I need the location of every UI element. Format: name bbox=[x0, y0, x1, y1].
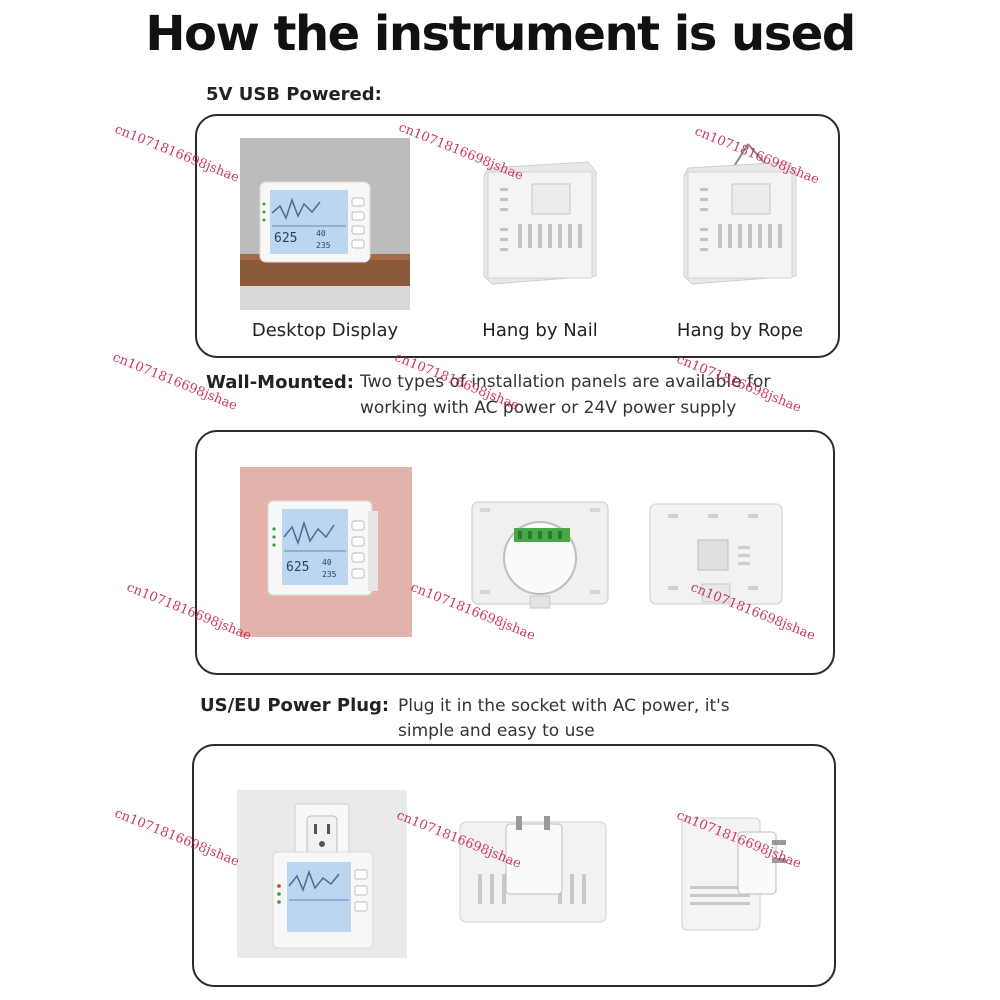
desktop-screen-humidity: 235 bbox=[316, 241, 331, 250]
hang-by-nail-photo bbox=[483, 161, 597, 285]
plug-side-photo bbox=[681, 817, 786, 931]
hang-by-rope-photo bbox=[683, 143, 797, 285]
desktop-screen-main: 625 bbox=[274, 231, 297, 246]
24v-installation-panel-photo bbox=[649, 503, 783, 605]
caption-desktop-display: Desktop Display bbox=[251, 320, 399, 341]
desktop-display-photo: 625 40 235 bbox=[240, 138, 410, 310]
power-plug-desc-line2: simple and easy to use bbox=[398, 721, 595, 741]
desktop-screen-temp: 40 bbox=[316, 229, 326, 238]
wall-screen-temp: 40 bbox=[322, 558, 332, 567]
plugged-device-photo bbox=[237, 790, 407, 958]
wall-mounted-desc-line1: Two types of installation panels are ava… bbox=[360, 372, 771, 392]
wall-screen-humidity: 235 bbox=[322, 570, 337, 579]
wall-mounted-device-photo: 625 40 235 bbox=[240, 467, 412, 637]
wall-screen-main: 625 bbox=[286, 560, 309, 575]
usb-powered-label: 5V USB Powered: bbox=[206, 84, 382, 105]
caption-hang-by-rope: Hang by Rope bbox=[676, 320, 804, 341]
ac-installation-panel-photo bbox=[471, 501, 609, 609]
power-plug-desc-line1: Plug it in the socket with AC power, it'… bbox=[398, 696, 730, 716]
caption-hang-by-nail: Hang by Nail bbox=[482, 320, 598, 341]
wall-mounted-desc-line2: working with AC power or 24V power suppl… bbox=[360, 398, 737, 418]
wall-mounted-label: Wall-Mounted: bbox=[206, 372, 354, 393]
page-title: How the instrument is used bbox=[145, 6, 856, 62]
plug-back-photo bbox=[459, 816, 607, 923]
power-plug-label: US/EU Power Plug: bbox=[200, 695, 390, 716]
